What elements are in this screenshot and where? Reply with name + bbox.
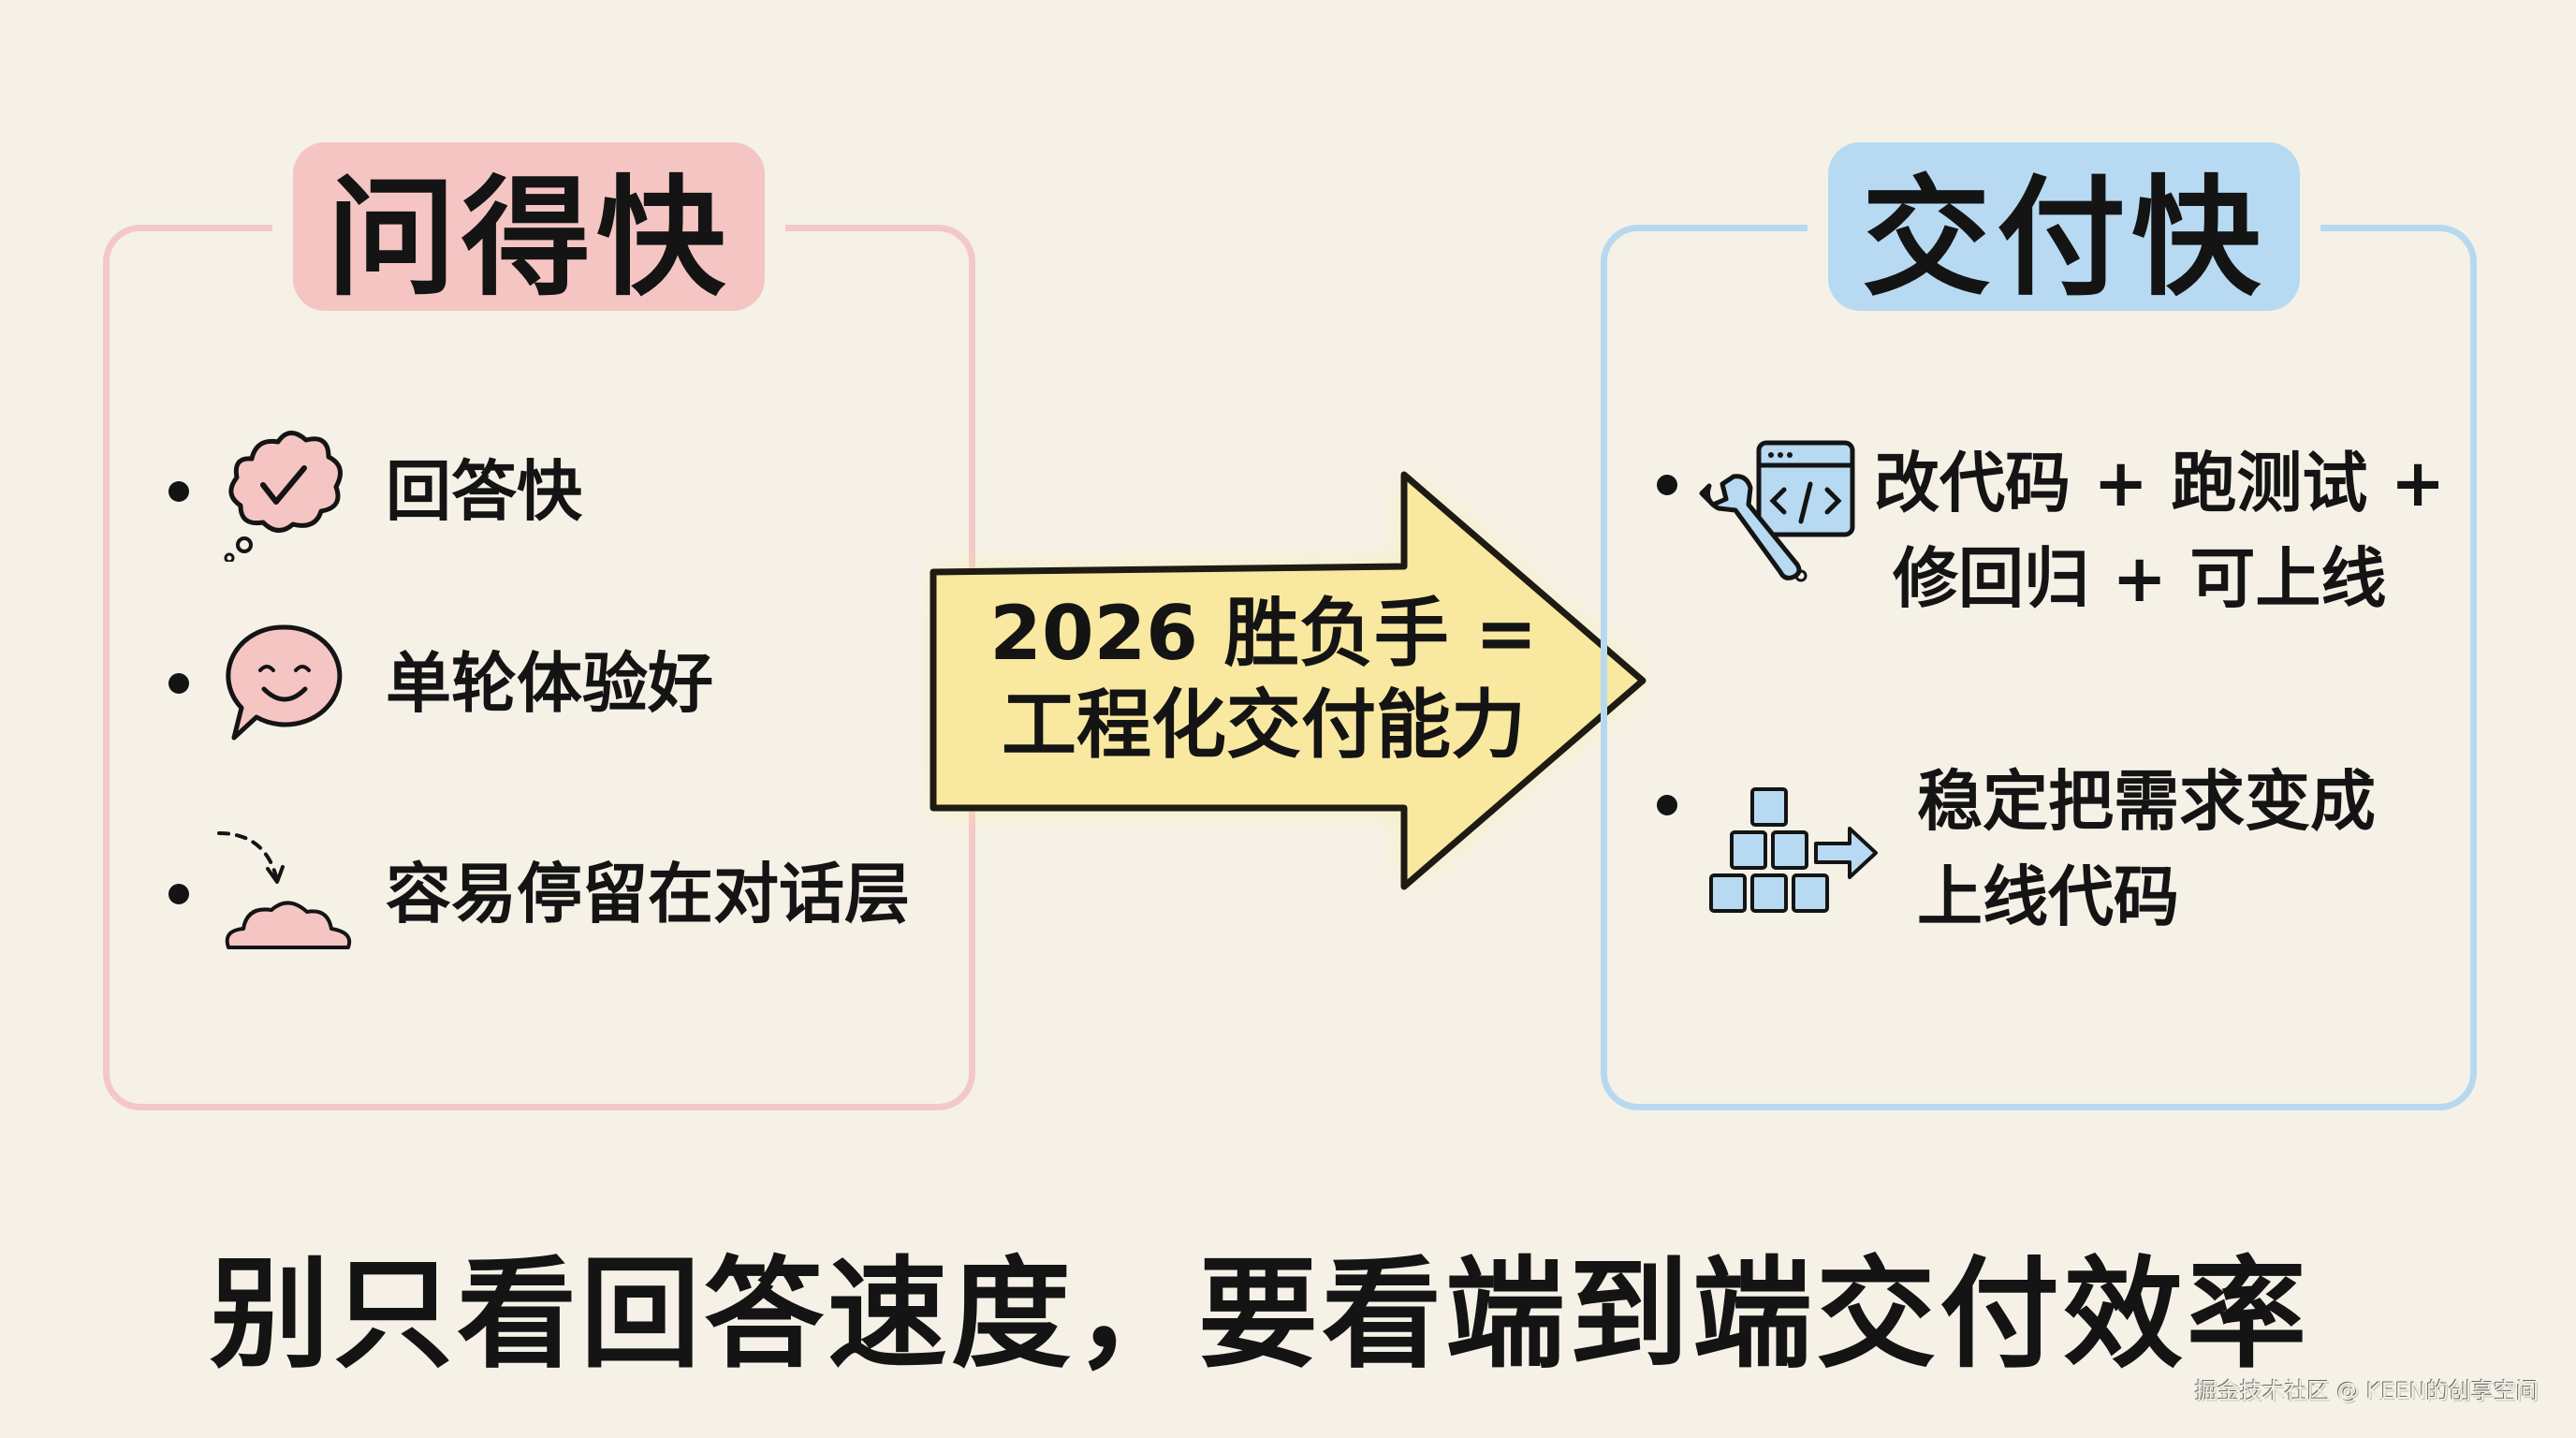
bullet <box>1657 475 1677 495</box>
left-item-stay-in-chat: 容易停留在对话层 <box>168 824 910 964</box>
dashed-arrow-cloud-icon <box>210 824 359 964</box>
bullet <box>1657 795 1677 815</box>
stacked-blocks-arrow-icon <box>1694 754 1900 932</box>
right-panel-title: 交付快 <box>1828 142 2301 314</box>
big-arrow-icon <box>929 471 1647 890</box>
right-item-line2: 上线代码 <box>1917 858 2179 935</box>
bullet <box>168 481 189 502</box>
left-panel-ask-fast: 问得快 <box>103 142 975 1110</box>
arrow-headline-line2: 工程化交付能力 <box>1002 682 1526 769</box>
right-panel-deliver-fast: 交付快 <box>1601 142 2477 1110</box>
bullet <box>168 884 189 904</box>
right-item-code-test-ship: 改代码 + 跑测试 + 修回归 + 可上线 <box>1657 435 2445 626</box>
watermark: 掘金技术社区 @ KEEN的创享空间 <box>2194 1378 2539 1404</box>
smiley-speech-bubble-icon <box>210 618 359 749</box>
left-item-text: 回答快 <box>386 453 582 530</box>
left-item-text: 单轮体验好 <box>386 645 713 722</box>
arrow-headline-line1: 2026 胜负手 = <box>989 590 1538 677</box>
left-item-fast-answer: 回答快 <box>168 421 582 562</box>
wrench-code-window-icon <box>1689 435 1857 594</box>
thought-bubble-check-icon <box>210 421 359 562</box>
left-item-single-turn: 单轮体验好 <box>168 618 713 749</box>
right-item-line2: 修回归 + 可上线 <box>1893 540 2387 617</box>
right-item-text: 稳定把需求变成 上线代码 <box>1917 754 2376 945</box>
right-item-stable-delivery: 稳定把需求变成 上线代码 <box>1657 754 2376 945</box>
left-item-text: 容易停留在对话层 <box>386 856 910 932</box>
bullet <box>168 673 189 694</box>
right-item-line1: 稳定把需求变成 <box>1917 763 2376 840</box>
right-item-text: 改代码 + 跑测试 + 修回归 + 可上线 <box>1874 435 2445 626</box>
footer-slogan: 别只看回答速度，要看端到端交付效率 <box>209 1245 2310 1385</box>
right-item-line1: 改代码 + 跑测试 + <box>1874 445 2446 521</box>
left-panel-title: 问得快 <box>293 142 766 314</box>
arrow-headline: 2026 胜负手 = 工程化交付能力 <box>973 588 1554 771</box>
